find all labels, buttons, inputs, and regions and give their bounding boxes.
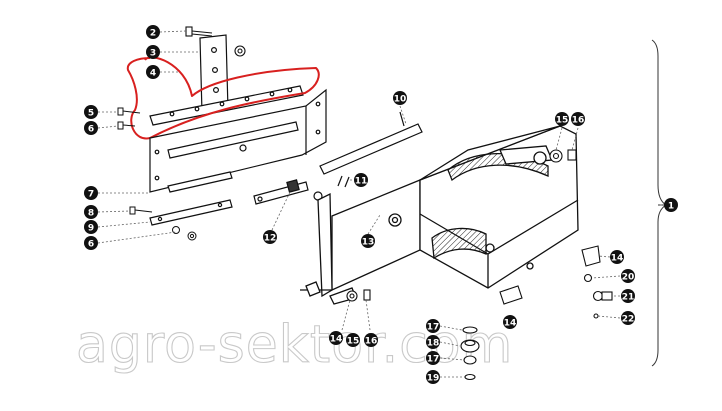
callout-18: 18	[426, 335, 440, 349]
svg-text:9: 9	[88, 224, 94, 234]
long-rod-part	[319, 111, 423, 175]
svg-text:16: 16	[572, 116, 585, 126]
nut-part	[234, 45, 246, 57]
watermark: agro-sektor.com	[76, 315, 513, 375]
svg-text:13: 13	[362, 238, 375, 248]
clamp-part	[499, 245, 601, 305]
callout-8: 8	[84, 205, 98, 219]
lower-strip-part	[149, 199, 233, 226]
svg-text:15: 15	[556, 116, 569, 126]
callout-6b: 6	[84, 236, 98, 250]
svg-text:11: 11	[355, 177, 368, 187]
assembly-bracket	[651, 39, 667, 367]
callout-17a: 17	[426, 319, 440, 333]
svg-text:18: 18	[427, 339, 440, 349]
callout-3: 3	[146, 45, 160, 59]
callout-19: 19	[426, 370, 440, 384]
callout-6: 6	[84, 121, 98, 135]
svg-text:14: 14	[504, 319, 517, 329]
callout-9: 9	[84, 220, 98, 234]
svg-text:3: 3	[150, 49, 156, 59]
callout-12: 12	[263, 230, 277, 244]
nut-part	[172, 226, 197, 241]
callout-20: 20	[621, 269, 635, 283]
svg-text:7: 7	[88, 190, 94, 200]
washer-stack-part	[460, 326, 480, 381]
callout-16b: 16	[364, 333, 378, 347]
callout-14b: 14	[329, 331, 343, 345]
svg-text:2: 2	[150, 29, 156, 39]
highlight-marking	[126, 56, 320, 140]
leader-lines	[97, 30, 665, 378]
callout-14c: 14	[503, 315, 517, 329]
side-panel-part	[149, 88, 327, 193]
svg-text:17: 17	[427, 355, 440, 365]
callout-10: 10	[393, 91, 407, 105]
callout-4: 4	[146, 65, 160, 79]
bolt-part	[117, 107, 153, 215]
callout-16a: 16	[571, 112, 585, 126]
perforated-strip-part	[149, 85, 304, 126]
bolt-part	[185, 26, 213, 37]
main-frame-part	[300, 125, 579, 305]
callout-22: 22	[621, 311, 635, 325]
svg-text:5: 5	[88, 109, 94, 119]
callout-14a: 14	[610, 250, 624, 264]
callout-17b: 17	[426, 351, 440, 365]
svg-text:4: 4	[150, 69, 156, 79]
svg-text:1: 1	[668, 202, 674, 212]
callout-1: 1	[664, 198, 678, 212]
bushing-part	[346, 149, 577, 302]
callout-21: 21	[621, 289, 635, 303]
svg-text:10: 10	[394, 95, 407, 105]
svg-text:8: 8	[88, 209, 94, 219]
callout-15b: 15	[346, 333, 360, 347]
callout-5: 5	[84, 105, 98, 119]
svg-text:20: 20	[622, 273, 635, 283]
svg-text:15: 15	[347, 337, 360, 347]
callout-15a: 15	[555, 112, 569, 126]
svg-text:6: 6	[88, 125, 94, 135]
fastener-part	[583, 273, 613, 319]
svg-text:16: 16	[365, 337, 378, 347]
callout-11: 11	[354, 173, 368, 187]
svg-text:14: 14	[330, 335, 343, 345]
svg-text:17: 17	[427, 323, 440, 333]
svg-text:14: 14	[611, 254, 624, 264]
svg-text:22: 22	[622, 315, 635, 325]
svg-text:12: 12	[264, 234, 277, 244]
callout-13: 13	[361, 234, 375, 248]
svg-text:6: 6	[88, 240, 94, 250]
callout-7: 7	[84, 186, 98, 200]
svg-text:19: 19	[427, 374, 440, 384]
svg-text:21: 21	[622, 293, 635, 303]
lever-arm-part	[253, 175, 350, 205]
callout-2: 2	[146, 25, 160, 39]
